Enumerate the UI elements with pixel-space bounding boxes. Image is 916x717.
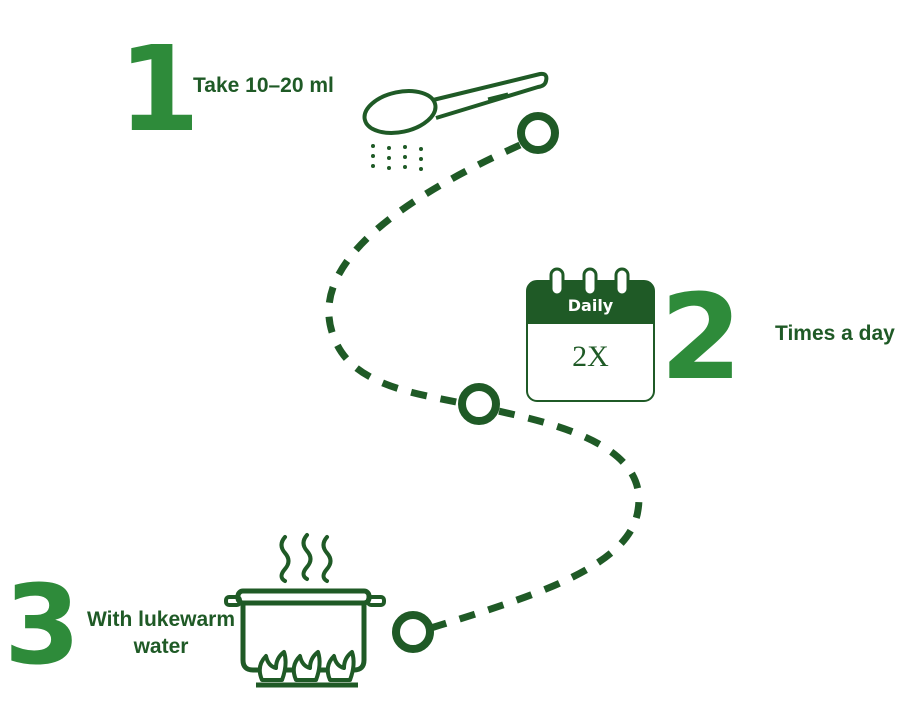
calendar-value: 2X bbox=[572, 340, 609, 373]
steam-icon bbox=[279, 533, 333, 583]
step-label-1: Take 10–20 ml bbox=[193, 74, 334, 97]
step-number-2: 2 bbox=[660, 268, 743, 406]
step-label-3: With lukewarm water bbox=[86, 608, 235, 659]
step-number-3: 3 bbox=[4, 561, 81, 689]
calendar-header: Daily bbox=[567, 296, 614, 315]
calendar-icon bbox=[526, 267, 655, 402]
step-label-2: Times a day bbox=[775, 322, 895, 345]
powder-dots-icon bbox=[371, 144, 423, 171]
path-node-icon bbox=[517, 112, 559, 154]
spoon-icon bbox=[362, 71, 549, 135]
step-number-1: 1 bbox=[118, 20, 201, 158]
path-node-icon bbox=[458, 383, 500, 425]
path-node-icon bbox=[392, 611, 434, 653]
flame-icon bbox=[256, 650, 358, 688]
cooking-pot-icon bbox=[224, 588, 386, 673]
